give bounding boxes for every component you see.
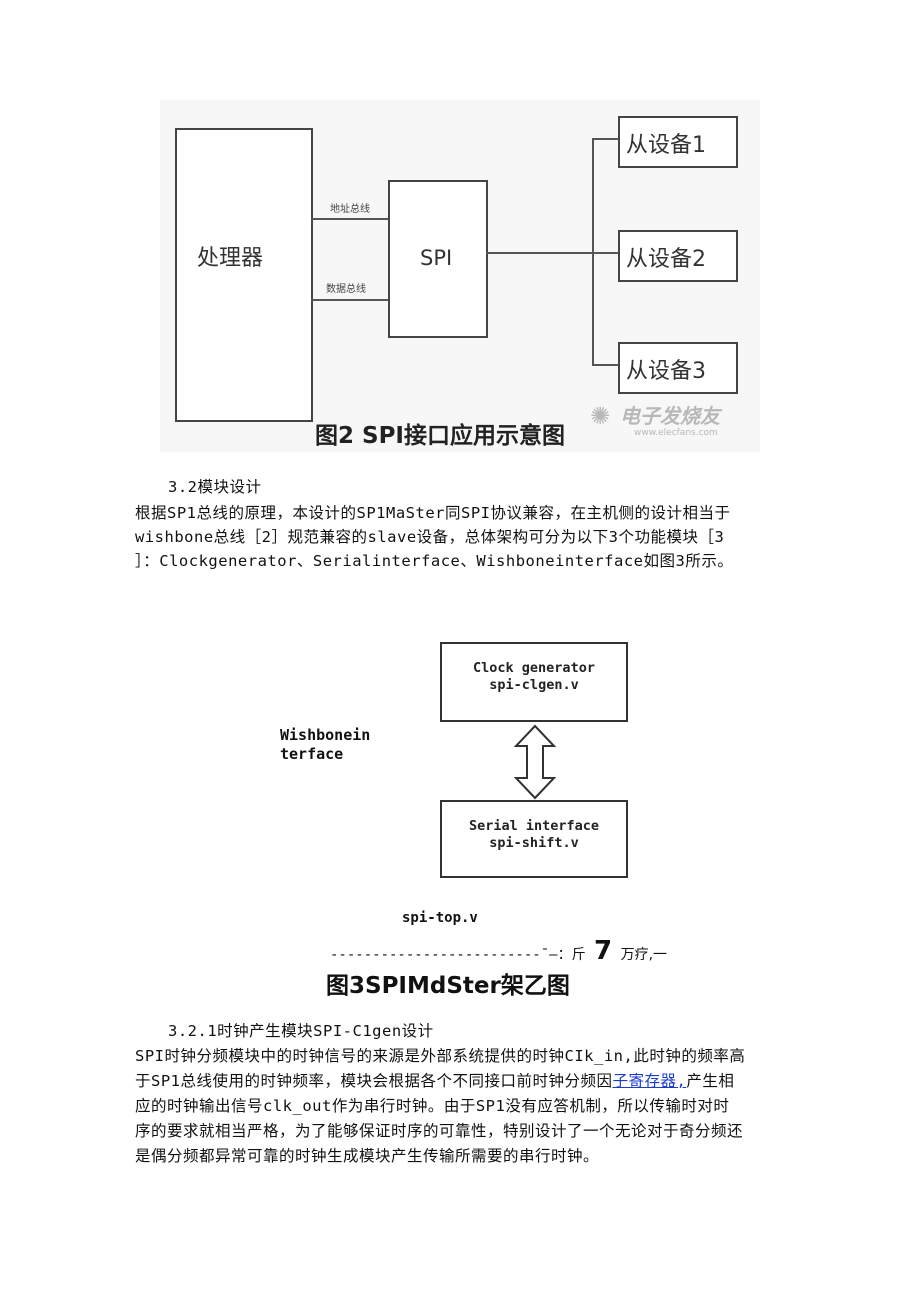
serial-interface-label: Serial interface bbox=[468, 818, 600, 834]
clock-generator-box: Clock generator spi-clgen.v bbox=[440, 642, 628, 722]
section-3-2-1-line-3: 应的时钟输出信号clk_out作为串行时钟。由于SP1没有应答机制，所以传输时对… bbox=[135, 1097, 730, 1115]
register-link[interactable]: 子寄存器, bbox=[612, 1072, 687, 1090]
section-3-2-line-1: 根据SP1总线的原理，本设计的SP1MaSter同SPI协议兼容，在主机侧的设计… bbox=[135, 504, 731, 522]
spi-box: SPI bbox=[388, 180, 488, 338]
figure-3: Clock generator spi-clgen.v Serial inter… bbox=[400, 636, 650, 936]
spi-top-label: spi-top.v bbox=[402, 910, 478, 926]
section-3-2-1-line-1: SPI时钟分频模块中的时钟信号的来源是外部系统提供的时钟CIk_in,此时钟的频… bbox=[135, 1047, 746, 1065]
figure-3-caption: 图3SPIMdSter架乙图 bbox=[326, 973, 570, 999]
slave-2-box: 从设备2 bbox=[618, 230, 738, 282]
wishbone-label: Wishbonein terface bbox=[280, 726, 370, 764]
watermark-url: www.elecfans.com bbox=[634, 428, 718, 438]
serial-interface-file: spi-shift.v bbox=[489, 835, 579, 851]
slave-1-box: 从设备1 bbox=[618, 116, 738, 168]
section-3-2-line-3: ］：Clockgenerator、Serialinterface、Wishbon… bbox=[135, 552, 734, 570]
line-2-text-b: 产生相 bbox=[686, 1072, 735, 1090]
section-3-2-1-line-4: 序的要求就相当严格，为了能够保证时序的可靠性，特别设计了一个无论对于奇分频还 bbox=[135, 1122, 744, 1140]
spi-label: SPI bbox=[420, 246, 453, 270]
section-3-2-heading: 3.2模块设计 bbox=[168, 478, 262, 496]
watermark-icon: ✺ bbox=[590, 402, 611, 430]
slave-1-label: 从设备1 bbox=[626, 133, 706, 158]
address-bus-label: 地址总线 bbox=[330, 204, 370, 215]
figure-2-caption: 图2 SPI接口应用示意图 bbox=[315, 423, 565, 449]
big-seven: 7 bbox=[594, 936, 613, 966]
wishbone-label-line-1: Wishbonein bbox=[280, 726, 371, 744]
figure-2: 处理器 地址总线 数据总线 SPI 从设备1 从设备2 从设备3 图2 SPI接… bbox=[160, 100, 760, 452]
section-3-2-line-2: wishbone总线［2］规范兼容的slave设备，总体架构可分为以下3个功能模… bbox=[135, 528, 725, 546]
figure-3-noise-line: -------------------------ˉ—：斤 7 万疗,一 bbox=[330, 936, 667, 966]
after-seven-text: 万疗,一 bbox=[620, 947, 668, 963]
slave-3-label: 从设备3 bbox=[626, 359, 706, 384]
section-3-2-1-heading: 3.2.1时钟产生模块SPI-C1gen设计 bbox=[168, 1022, 434, 1040]
slave-3-box: 从设备3 bbox=[618, 342, 738, 394]
wishbone-label-line-2: terface bbox=[280, 745, 344, 763]
serial-interface-box: Serial interface spi-shift.v bbox=[440, 800, 628, 878]
watermark-logo: ✺ 电子发烧友 www.elecfans.com bbox=[590, 400, 740, 444]
bidirectional-arrow bbox=[513, 724, 557, 800]
clock-generator-file: spi-clgen.v bbox=[489, 677, 579, 693]
line-2-text-a: 于SP1总线使用的时钟频率，模块会根据各个不同接口前时钟分频因 bbox=[135, 1072, 613, 1090]
processor-box: 处理器 bbox=[175, 128, 313, 422]
clock-generator-label: Clock generator bbox=[473, 660, 595, 676]
processor-label: 处理器 bbox=[197, 246, 264, 271]
data-bus-label: 数据总线 bbox=[326, 284, 366, 295]
watermark-text: 电子发烧友 bbox=[620, 404, 720, 428]
slave-2-label: 从设备2 bbox=[626, 247, 706, 272]
dashes-text: -------------------------ˉ—：斤 bbox=[330, 947, 586, 963]
section-3-2-1-line-2: 于SP1总线使用的时钟频率，模块会根据各个不同接口前时钟分频因子寄存器,产生相 bbox=[135, 1068, 795, 1094]
section-3-2-1-line-5: 是偶分频都异常可靠的时钟生成模块产生传输所需要的串行时钟。 bbox=[135, 1147, 600, 1165]
